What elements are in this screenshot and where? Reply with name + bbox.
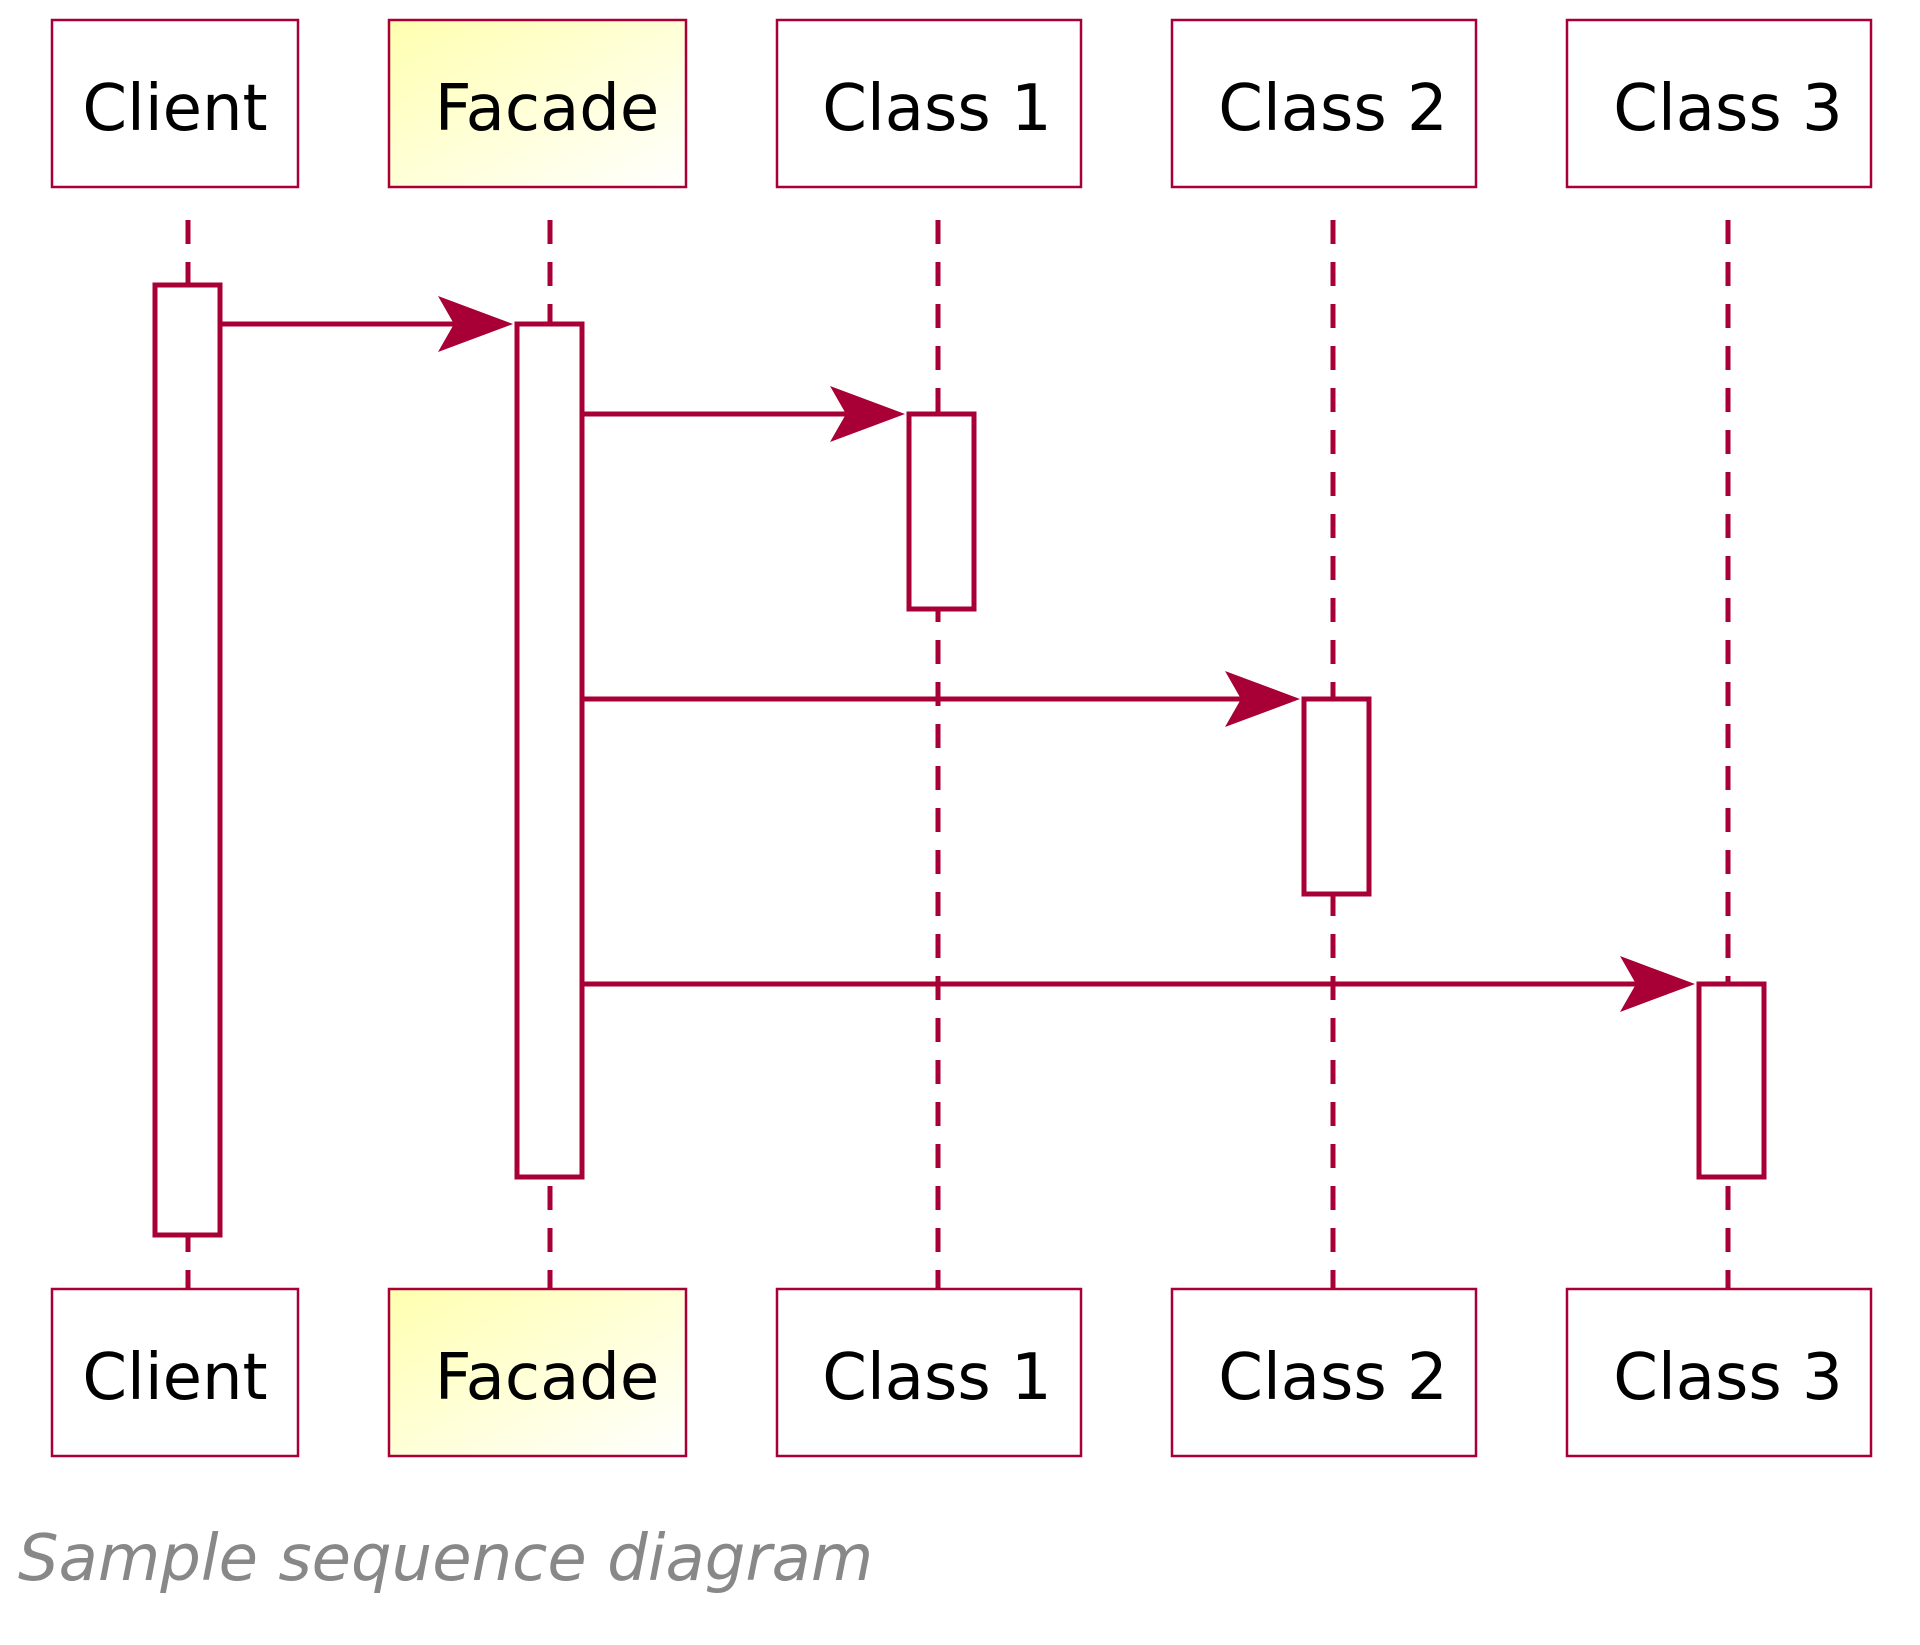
- message-facade-to-class3: [582, 956, 1695, 1012]
- participant-label: Class 1: [822, 72, 1051, 146]
- activation-facade: [514, 321, 585, 1180]
- participant-class3-bottom: Class 3: [1565, 1287, 1873, 1458]
- participant-label: Class 3: [1613, 72, 1842, 146]
- activation-class3: [1696, 981, 1767, 1180]
- activation-class1: [906, 411, 977, 612]
- diagram-caption: Sample sequence diagram: [18, 1522, 873, 1596]
- messages: [220, 296, 1695, 1012]
- participant-label: Class 2: [1218, 1341, 1447, 1415]
- participant-label: Facade: [435, 72, 660, 146]
- activations: [152, 282, 1767, 1238]
- activation-client: [152, 282, 223, 1238]
- participant-facade-bottom: Facade: [387, 1287, 688, 1458]
- participant-label: Class 2: [1218, 72, 1447, 146]
- arrow-head-icon: [830, 386, 905, 442]
- participant-class3-top: Class 3: [1565, 18, 1873, 189]
- participant-label: Class 1: [822, 1341, 1051, 1415]
- message-facade-to-class1: [582, 386, 905, 442]
- participant-label: Client: [82, 1341, 267, 1415]
- arrow-head-icon: [1620, 956, 1695, 1012]
- participant-client-bottom: Client: [50, 1287, 300, 1458]
- activation-class2: [1301, 696, 1372, 897]
- participant-class2-top: Class 2: [1170, 18, 1478, 189]
- participant-facade-top: Facade: [387, 18, 688, 189]
- arrow-head-icon: [438, 296, 513, 352]
- participants-top: Client Facade Class 1 Class 2 Class 3: [50, 18, 1873, 189]
- participant-label: Facade: [435, 1341, 660, 1415]
- participant-label: Class 3: [1613, 1341, 1842, 1415]
- message-facade-to-class2: [582, 671, 1300, 727]
- participant-client-top: Client: [50, 18, 300, 189]
- participant-label: Client: [82, 72, 267, 146]
- message-client-to-facade: [220, 296, 513, 352]
- participant-class2-bottom: Class 2: [1170, 1287, 1478, 1458]
- participant-class1-bottom: Class 1: [775, 1287, 1083, 1458]
- arrow-head-icon: [1225, 671, 1300, 727]
- participants-bottom: Client Facade Class 1 Class 2 Class 3: [50, 1287, 1873, 1458]
- participant-class1-top: Class 1: [775, 18, 1083, 189]
- lifelines: [185, 220, 1731, 1290]
